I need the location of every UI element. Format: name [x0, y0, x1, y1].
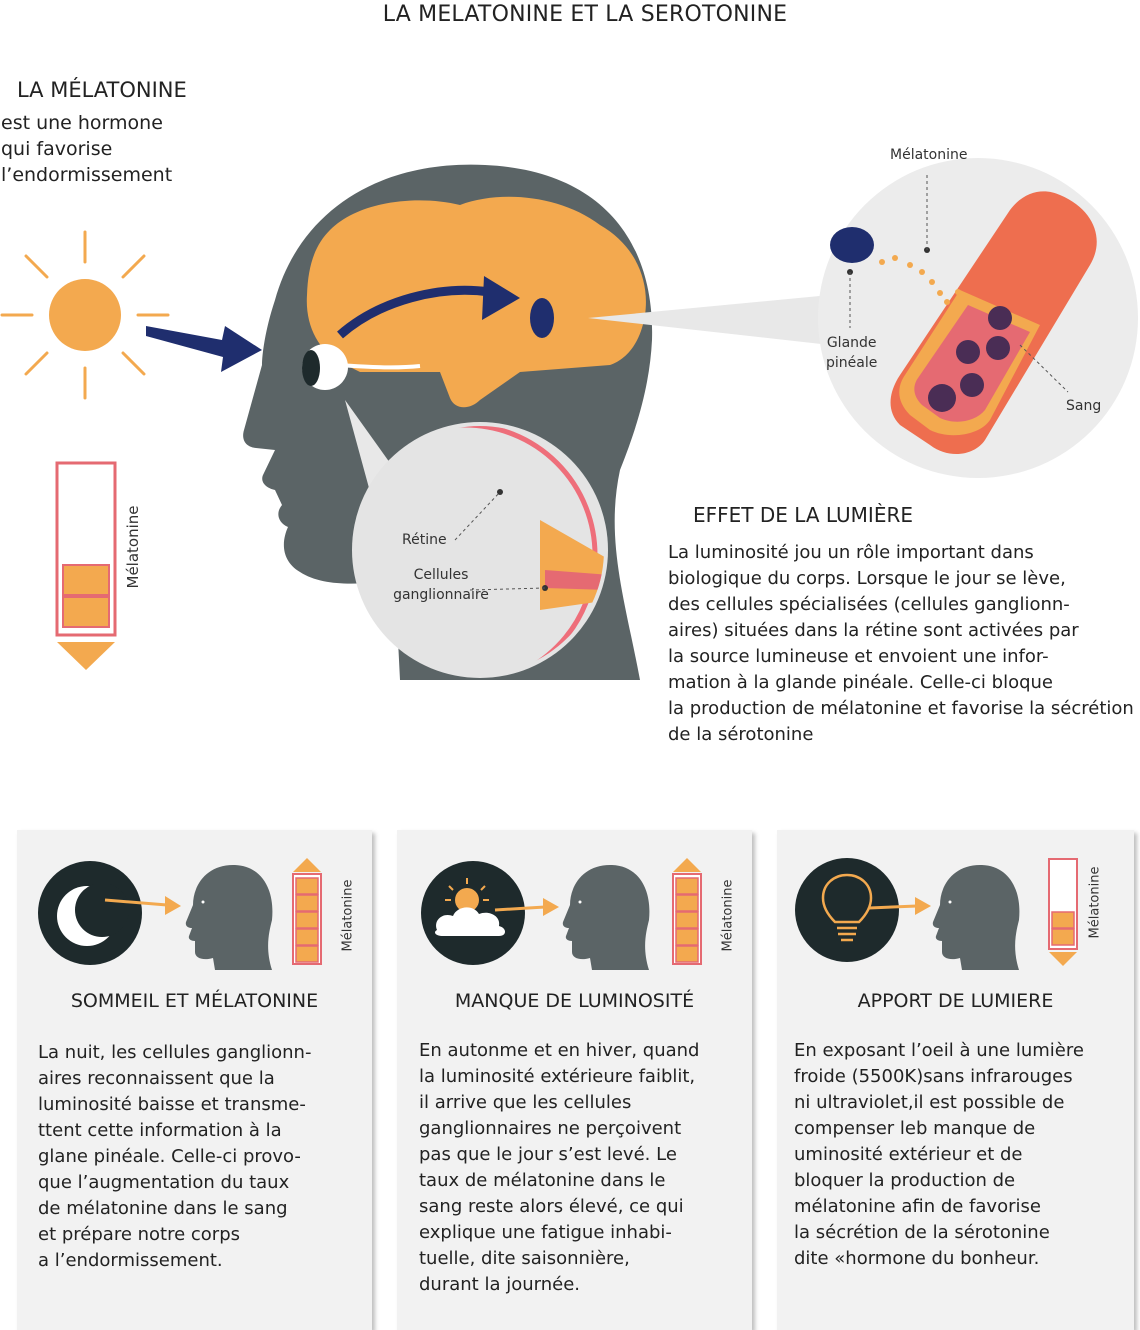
card-sommeil-gauge-label: Mélatonine: [340, 879, 356, 952]
card-line: aires reconnaissent que la: [38, 1068, 275, 1089]
effet-text: La luminosité jou un rôle important dans…: [668, 540, 1138, 748]
head-icon: [932, 864, 1020, 970]
eye-icon: [302, 344, 421, 390]
card-line: tuelle, dite saisonnière,: [419, 1248, 630, 1269]
retina-detail-icon: [352, 422, 608, 678]
arrow-icon: [494, 898, 559, 916]
gauge-label-melatonine: Mélatonine: [124, 505, 142, 589]
card-line: sang reste alors élevé, ce qui: [419, 1196, 684, 1217]
card-line: luminosité baisse et transme-: [38, 1094, 306, 1115]
card-sommeil: Mélatonine SOMMEIL ET MÉLATONINE La nuit…: [17, 830, 372, 1330]
melatonin-gauge-up: [292, 858, 322, 965]
card-manque-illustration: [421, 858, 702, 970]
label-ganglionnaire: ganglionnaire: [393, 587, 489, 603]
card-sommeil-illustration: [38, 858, 322, 970]
effet-line: la production de mélatonine et favorise …: [668, 698, 1134, 719]
melatonine-heading: LA MÉLATONINE: [17, 78, 187, 102]
card-line: ttent cette information à la: [38, 1120, 282, 1141]
sun-cloud-icon: [435, 878, 505, 936]
main-illustration: [0, 158, 1138, 681]
card-sommeil-title: SOMMEIL ET MÉLATONINE: [70, 990, 319, 1012]
card-sommeil-text: La nuit, les cellules ganglionn- aires r…: [38, 1040, 311, 1274]
label-cellules-ganglionnaire: Cellules ganglionnaire: [374, 565, 508, 605]
card-line: a l’endormissement.: [38, 1250, 223, 1271]
head-icon: [185, 864, 273, 970]
label-sang: Sang: [1066, 398, 1102, 414]
card-line: mélatonine afin de favorise: [794, 1196, 1041, 1217]
moon-icon: [57, 883, 129, 946]
melatonine-description: est une hormone qui favorise l’endormiss…: [1, 110, 201, 188]
card-line: la sécrétion de la sérotonine: [794, 1222, 1050, 1243]
melatonin-gauge-down: [1048, 858, 1078, 966]
card-line: il arrive que les cellules: [419, 1092, 632, 1113]
card-apport-text: En exposant l’oeil à une lumière froide …: [794, 1038, 1084, 1272]
head-icon: [562, 864, 650, 970]
label-pineale: pinéale: [826, 355, 878, 371]
card-line: ganglionnaires ne perçoivent: [419, 1118, 682, 1139]
melatonine-desc-line: qui favorise: [1, 138, 113, 160]
card-apport-gauge-label: Mélatonine: [1087, 866, 1103, 939]
card-line: pas que le jour s’est levé. Le: [419, 1144, 677, 1165]
card-line: taux de mélatonine dans le: [419, 1170, 666, 1191]
effet-line: de la sérotonine: [668, 724, 814, 745]
effet-line: biologique du corps. Lorsque le jour se …: [668, 568, 1066, 589]
card-manque-title: MANQUE DE LUMINOSITÉ: [454, 990, 695, 1012]
card-line: la luminosité extérieure faiblit,: [419, 1066, 696, 1087]
effet-heading: EFFET DE LA LUMIÈRE: [693, 503, 913, 527]
card-apport: Mélatonine APPORT DE LUMIERE En exposant…: [777, 830, 1134, 1330]
pineal-gland-icon: [530, 298, 554, 338]
effet-line: des cellules spécialisées (cellules gang…: [668, 594, 1070, 615]
card-apport-illustration: [795, 858, 1078, 970]
card-line: froide (5500K)sans infrarouges: [794, 1066, 1073, 1087]
card-manque: Mélatonine MANQUE DE LUMINOSITÉ En auton…: [397, 830, 752, 1330]
effet-line: mation à la glande pinéale. Celle-ci blo…: [668, 672, 1053, 693]
melatonine-desc-line: l’endormissement: [1, 164, 173, 186]
card-line: glane pinéale. Celle-ci provo-: [38, 1146, 301, 1167]
label-cellules: Cellules: [413, 567, 469, 583]
card-line: La nuit, les cellules ganglionn-: [38, 1042, 312, 1063]
light-arrow-icon: [146, 326, 262, 372]
label-glande-pineale: Glande pinéale: [826, 333, 877, 373]
card-line: En autonme et en hiver, quand: [419, 1040, 700, 1061]
card-apport-title: APPORT DE LUMIERE: [857, 990, 1054, 1012]
effet-line: aires) situées dans la rétine sont activ…: [668, 620, 1079, 641]
card-line: et prépare notre corps: [38, 1224, 241, 1245]
card-manque-gauge-label: Mélatonine: [720, 879, 736, 952]
card-line: compenser leb manque de: [794, 1118, 1036, 1139]
card-manque-text: En autonme et en hiver, quand la luminos…: [419, 1038, 700, 1298]
card-line: ni ultraviolet,il est possible de: [794, 1092, 1065, 1113]
melatonin-gauge-up: [672, 858, 702, 965]
page-title: LA MELATONINE ET LA SEROTONINE: [382, 2, 788, 27]
card-line: que l’augmentation du taux: [38, 1172, 290, 1193]
brain-icon: [306, 196, 646, 408]
card-line: de mélatonine dans le sang: [38, 1198, 288, 1219]
melatonin-gauge-down: [55, 461, 117, 670]
effet-line: la source lumineuse et envoient une info…: [668, 646, 1049, 667]
label-melatonine: Mélatonine: [890, 147, 968, 163]
arrow-icon: [104, 896, 181, 915]
card-line: En exposant l’oeil à une lumière: [794, 1040, 1084, 1061]
card-line: durant la journée.: [419, 1274, 580, 1295]
card-line: explique une fatigue inhabi-: [419, 1222, 672, 1243]
effet-line: La luminosité jou un rôle important dans: [668, 542, 1034, 563]
card-line: bloquer la production de: [794, 1170, 1016, 1191]
signal-arrow-icon: [337, 276, 520, 339]
blood-vessel-detail-icon: [818, 158, 1138, 478]
melatonine-desc-line: est une hormone: [1, 112, 163, 134]
label-retine: Rétine: [402, 532, 447, 548]
sun-icon: [0, 230, 170, 400]
card-line: dite «hormone du bonheur.: [794, 1248, 1040, 1269]
label-glande: Glande: [826, 335, 877, 351]
card-line: uminosité extérieur et de: [794, 1144, 1023, 1165]
arrow-icon: [868, 897, 931, 915]
